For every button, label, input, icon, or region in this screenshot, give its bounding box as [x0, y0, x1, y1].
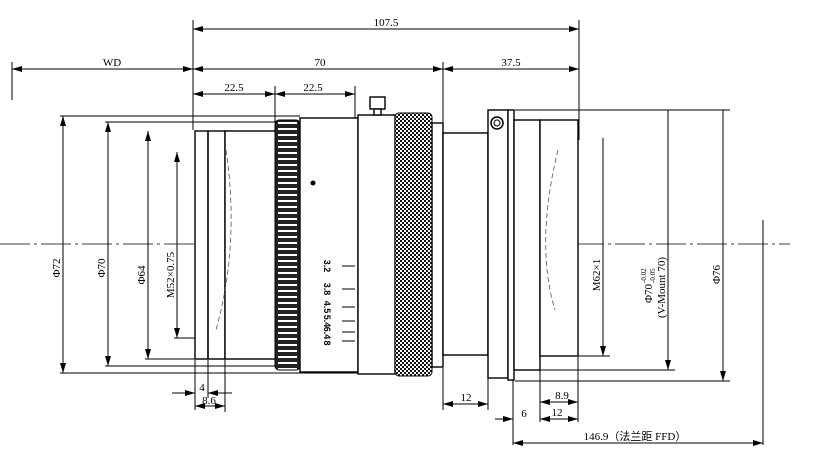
- dim-overall-length: 107.5: [374, 17, 399, 29]
- dim-flange-focal-distance: 146.9（法兰距 FFD）: [584, 429, 687, 443]
- dim-rear-thread: M62×1: [591, 259, 603, 291]
- dim-d64: Φ64: [136, 265, 148, 285]
- dim-d72: Φ72: [51, 258, 63, 277]
- dim-mount-12: 12: [552, 407, 563, 419]
- dim-mount-tol-lower: -0.05: [649, 268, 657, 283]
- dim-mount-8-9: 8.9: [555, 390, 569, 402]
- dim-mount-diameter: Φ70: [643, 283, 655, 303]
- aperture-label: 5.4: [322, 315, 332, 328]
- iris-lock-screw[interactable]: [369, 96, 386, 110]
- dim-back-length: 37.5: [501, 57, 521, 69]
- dim-mount-name: (V-Mount 70): [656, 257, 668, 318]
- dim-mount-tol-upper: -0.02: [640, 268, 648, 283]
- aperture-label: 4.5: [322, 301, 332, 314]
- dim-segment-2: 22.5: [303, 82, 323, 94]
- dim-front-step-4: 4: [199, 382, 205, 394]
- aperture-label: 8: [322, 340, 332, 345]
- dim-body-length: 70: [315, 57, 327, 69]
- dim-segment-1: 22.5: [224, 82, 244, 94]
- focus-ring[interactable]: [274, 119, 301, 371]
- aperture-label: 3.8: [322, 283, 332, 296]
- dim-d76: Φ76: [711, 264, 723, 284]
- dim-d70: Φ70: [96, 258, 108, 278]
- iris-ring[interactable]: [394, 112, 433, 377]
- dim-front-step-8-6: 8.6: [202, 395, 216, 407]
- aperture-label: 6.4: [322, 327, 332, 340]
- aperture-label: 3.2: [322, 260, 332, 273]
- dim-tube-12: 12: [461, 392, 472, 404]
- aperture-scale: 3.2 3.8 4.5 5.4 6.4 8: [322, 260, 355, 346]
- dim-filter-thread: M52×0.75: [165, 251, 177, 298]
- dim-working-distance: WD: [103, 57, 121, 69]
- mount-screw-icon: [490, 116, 504, 130]
- dim-mount-6: 6: [521, 408, 527, 420]
- lens-body: [194, 96, 579, 381]
